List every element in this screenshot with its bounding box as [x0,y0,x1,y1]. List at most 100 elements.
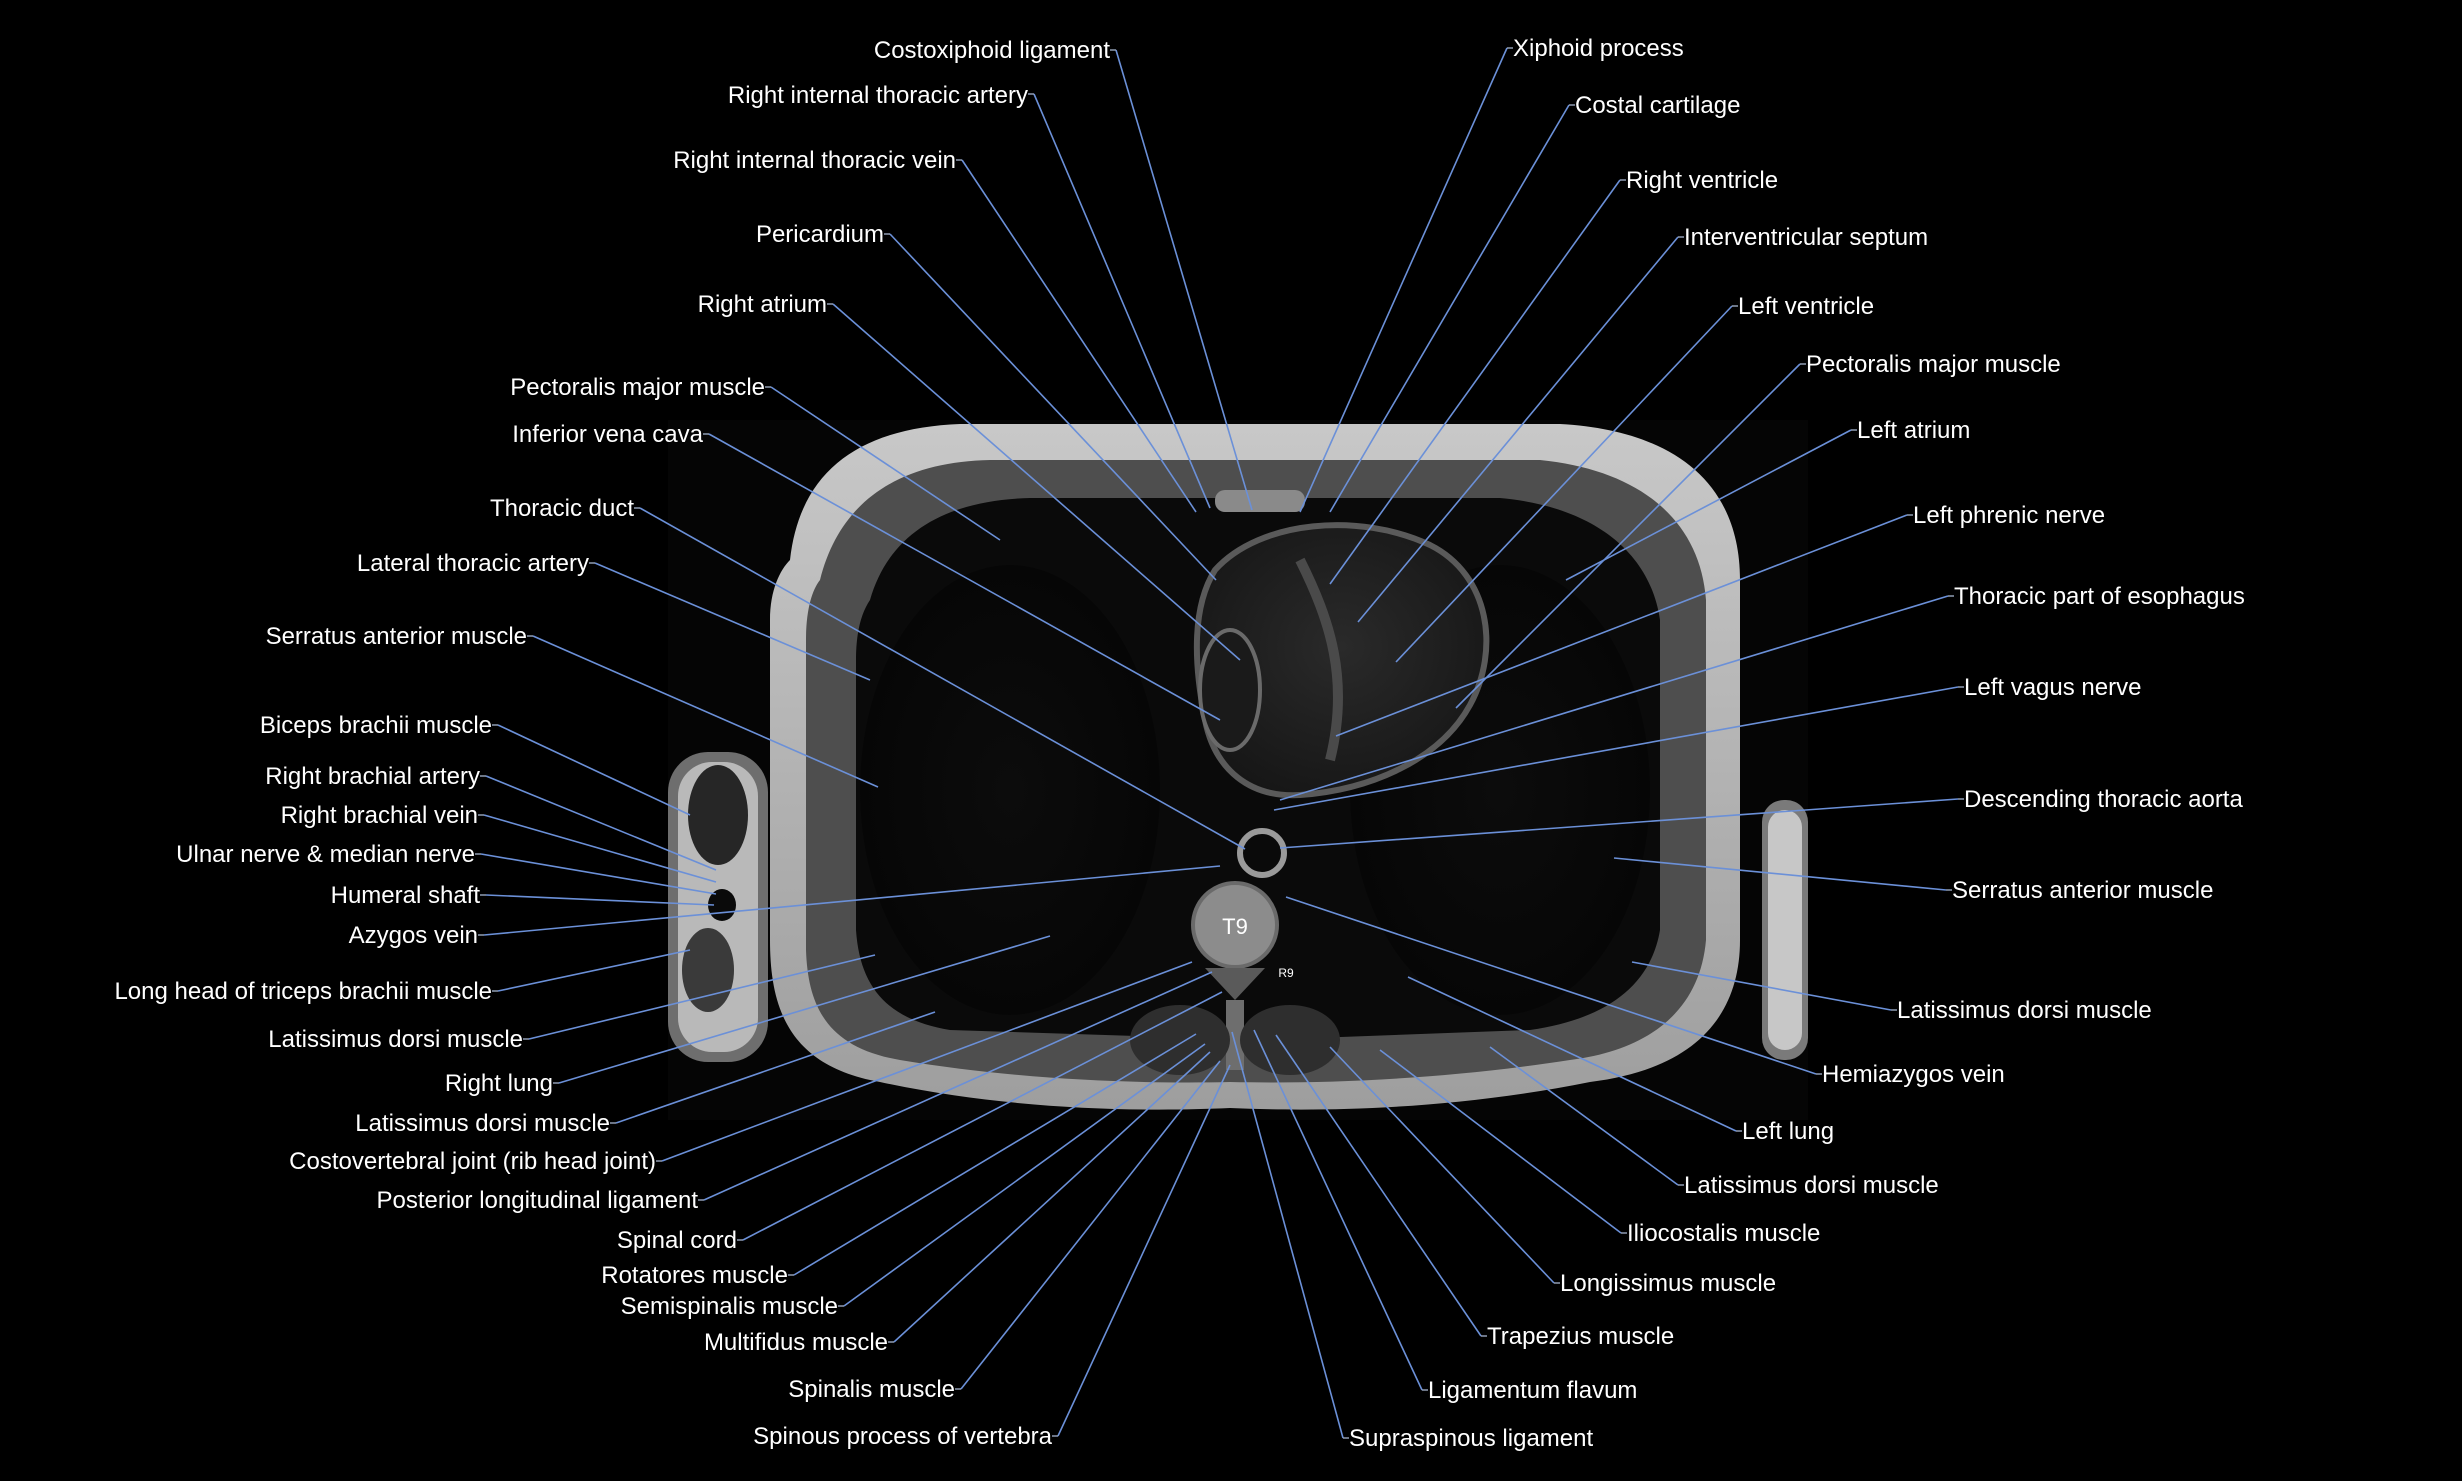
right-annotation-label-2: Right ventricle [1626,167,1778,194]
right-leader-line-10 [1279,798,1959,849]
left-leader-line-8 [594,562,871,681]
left-leader-line-17 [528,954,876,1040]
left-leader-line-7 [639,507,1246,850]
right-annotation-label-3: Interventricular septum [1684,224,1928,251]
right-annotation-label-8: Thoracic part of esophagus [1954,583,2245,610]
left-annotation-label-16: Long head of triceps brachii muscle [114,978,492,1005]
left-annotation-label-24: Semispinalis muscle [621,1293,838,1320]
right-leader-line-0 [1299,47,1508,513]
right-leader-line-13 [1285,896,1817,1075]
left-annotation-label-2: Right internal thoracic vein [673,147,956,174]
left-leader-line-27 [1057,1064,1231,1437]
left-leader-line-2 [961,159,1197,513]
right-annotation-label-7: Left phrenic nerve [1913,502,2105,529]
right-leader-line-14 [1407,976,1737,1132]
right-annotation-label-17: Longissimus muscle [1560,1270,1776,1297]
left-leader-line-16 [497,949,691,992]
left-leader-line-24 [843,1043,1206,1307]
right-atrium-shape [1198,628,1262,752]
left-leader-line-0 [1115,49,1253,511]
left-annotation-label-10: Biceps brachii muscle [260,712,492,739]
right-annotation-label-5: Pectoralis major muscle [1806,351,2061,378]
xiphoid-shape [1215,490,1305,512]
right-annotation-label-12: Latissimus dorsi muscle [1897,997,2152,1024]
left-annotation-label-11: Right brachial artery [265,763,480,790]
left-leader-line-20 [661,961,1193,1162]
right-leader-line-16 [1379,1049,1622,1234]
right-arm-section [668,752,768,1062]
left-annotation-label-18: Right lung [445,1070,553,1097]
left-annotation-label-27: Spinous process of vertebra [753,1423,1052,1450]
left-leader-line-15 [483,865,1221,936]
left-leader-line-21 [703,971,1213,1201]
left-annotation-label-6: Inferior vena cava [512,421,703,448]
left-annotation-label-20: Costovertebral joint (rib head joint) [289,1148,656,1175]
left-leader-line-4 [832,303,1241,661]
left-leader-line-23 [793,1033,1197,1276]
left-annotation-label-21: Posterior longitudinal ligament [376,1187,698,1214]
right-leader-line-4 [1395,305,1733,663]
right-annotation-label-11: Serratus anterior muscle [1952,877,2213,904]
left-annotation-label-1: Right internal thoracic artery [728,82,1028,109]
left-annotation-label-13: Ulnar nerve & median nerve [176,841,475,868]
right-annotation-label-13: Hemiazygos vein [1822,1061,2005,1088]
vertebra-t9: T9 R9 [1191,881,1294,1070]
right-leader-line-19 [1253,1029,1423,1391]
right-annotation-label-16: Iliocostalis muscle [1627,1220,1820,1247]
right-annotation-label-10: Descending thoracic aorta [1964,786,2243,813]
left-annotation-label-8: Lateral thoracic artery [357,550,589,577]
left-leader-line-6 [708,433,1221,721]
right-leader-line-1 [1329,104,1570,513]
interventricular-septum-shape [1295,557,1344,762]
left-annotation-label-26: Spinalis muscle [788,1376,955,1403]
right-lung [860,565,1160,1015]
left-leader-line-11 [485,775,717,871]
right-leader-line-18 [1275,1034,1482,1337]
rib-label: R9 [1278,966,1294,980]
right-leader-line-20 [1231,1031,1344,1439]
right-annotation-label-0: Xiphoid process [1513,35,1684,62]
left-leader-line-19 [615,1011,936,1124]
left-annotation-label-0: Costoxiphoid ligament [874,37,1110,64]
right-leader-line-5 [1455,363,1801,709]
left-annotation-label-15: Azygos vein [349,922,478,949]
left-annotation-label-3: Pericardium [756,221,884,248]
right-leader-line-15 [1489,1046,1679,1186]
right-annotation-label-18: Trapezius muscle [1487,1323,1674,1350]
right-annotation-label-14: Left lung [1742,1118,1834,1145]
right-leader-line-9 [1273,686,1959,811]
left-leader-line-26 [960,1060,1221,1390]
mri-scan-image: T9 R9 [668,420,1808,1120]
aorta-shape [1237,828,1287,878]
left-annotation-label-9: Serratus anterior muscle [266,623,527,650]
right-leader-line-6 [1565,429,1852,581]
right-leader-line-2 [1329,179,1621,585]
right-annotation-label-9: Left vagus nerve [1964,674,2141,701]
left-leader-line-5 [770,386,1001,541]
left-leader-line-18 [558,935,1051,1084]
left-annotation-label-12: Right brachial vein [281,802,478,829]
right-leader-line-8 [1279,595,1949,801]
left-leader-line-13 [480,853,717,895]
left-leader-line-14 [485,894,715,906]
right-leader-line-3 [1357,236,1679,623]
left-annotation-label-17: Latissimus dorsi muscle [268,1026,523,1053]
right-annotation-label-20: Supraspinous ligament [1349,1425,1593,1452]
right-annotation-label-4: Left ventricle [1738,293,1874,320]
left-leader-line-25 [893,1051,1211,1343]
left-annotation-label-22: Spinal cord [617,1227,737,1254]
left-annotation-label-23: Rotatores muscle [601,1262,788,1289]
vertebra-label: T9 [1222,914,1248,939]
left-leader-line-12 [483,814,717,883]
right-leader-line-11 [1613,857,1947,891]
right-annotation-label-6: Left atrium [1857,417,1970,444]
left-annotation-label-4: Right atrium [698,291,827,318]
right-leader-line-7 [1335,514,1908,737]
right-annotation-label-15: Latissimus dorsi muscle [1684,1172,1939,1199]
left-leader-line-22 [742,991,1223,1241]
left-annotation-label-19: Latissimus dorsi muscle [355,1110,610,1137]
left-arm-section [1762,800,1808,1060]
left-annotation-label-7: Thoracic duct [490,495,634,522]
